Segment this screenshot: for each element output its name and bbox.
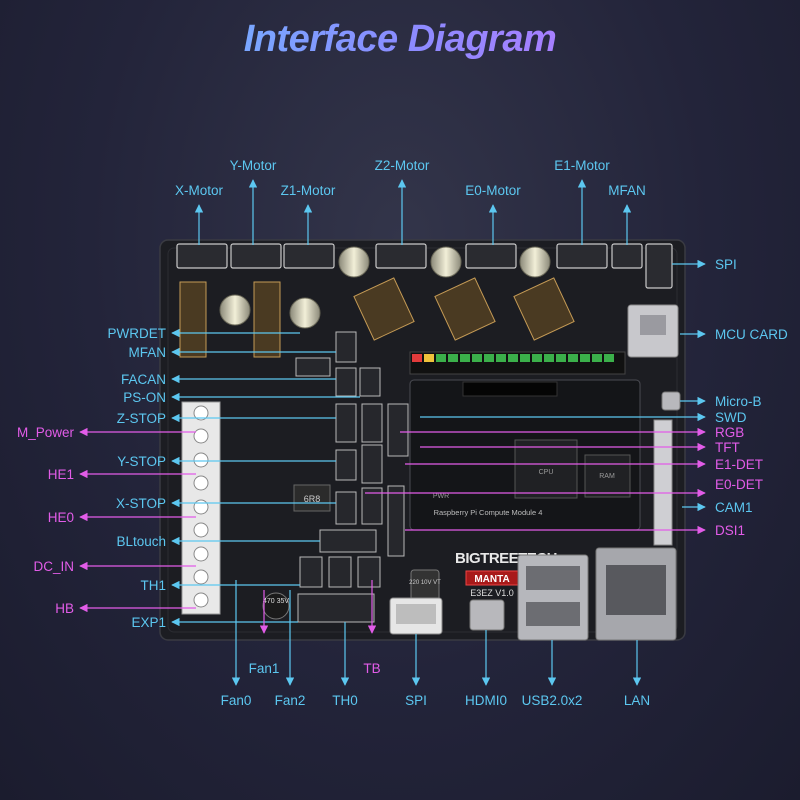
label-usb: USB2.0x2 (522, 693, 583, 708)
label-e1-motor: E1-Motor (554, 158, 610, 173)
pcb-board: 470 35V (159, 239, 686, 641)
label-fan1: Fan1 (249, 661, 280, 676)
pwr-text: PWR (433, 493, 449, 500)
label-fan2: Fan2 (275, 693, 306, 708)
page-title: Interface Diagram (0, 18, 800, 61)
label-he1: HE1 (48, 467, 74, 482)
model-text: MANTA (474, 574, 509, 585)
label-e1-det: E1-DET (715, 457, 763, 472)
labels-right: SPI MCU CARD Micro-B SWD RGB TFT E1-DET … (715, 257, 788, 538)
right-fpc-connector (653, 419, 673, 546)
label-e0-motor: E0-Motor (465, 183, 521, 198)
gpio-header (409, 351, 626, 375)
label-m-power: M_Power (17, 425, 75, 440)
label-micro-b: Micro-B (715, 394, 762, 409)
label-th0: TH0 (332, 693, 358, 708)
cm4-module: CPU RAM PWR Raspberry Pi Compute Module … (409, 379, 641, 531)
label-dsi1: DSI1 (715, 523, 745, 538)
label-th1: TH1 (140, 578, 166, 593)
label-y-stop: Y-STOP (117, 454, 166, 469)
label-mfan-top: MFAN (608, 183, 646, 198)
driver-modules (179, 277, 575, 358)
inductor-text: 6R8 (304, 494, 321, 504)
motor-connectors (176, 243, 673, 289)
label-hdmi0: HDMI0 (465, 693, 507, 708)
mcu-card-inner (640, 315, 666, 335)
label-tb: TB (363, 661, 380, 676)
capacitors (219, 246, 551, 620)
label-swd: SWD (715, 410, 747, 425)
micro-b-port (661, 391, 681, 411)
inductor (293, 484, 331, 512)
hdmi-port (469, 599, 505, 631)
usb-port-1 (526, 566, 580, 590)
label-dc-in: DC_IN (33, 559, 74, 574)
label-cam1: CAM1 (715, 500, 753, 515)
ram-text: RAM (599, 473, 615, 480)
label-hb: HB (55, 601, 74, 616)
labels-left: PWRDET MFAN FACAN PS-ON Z-STOP M_Power Y… (17, 326, 166, 630)
label-bltouch: BLtouch (116, 534, 166, 549)
version-text: E3EZ V1.0 (470, 588, 514, 598)
label-he0: HE0 (48, 510, 74, 525)
label-z2-motor: Z2-Motor (375, 158, 430, 173)
cap2-text: 470 35V (263, 598, 289, 605)
cpu-text: CPU (539, 469, 554, 476)
label-z-stop: Z-STOP (117, 411, 166, 426)
label-z1-motor: Z1-Motor (281, 183, 336, 198)
label-x-motor: X-Motor (175, 183, 224, 198)
label-pwrdet: PWRDET (108, 326, 167, 341)
label-e0-det: E0-DET (715, 477, 763, 492)
cap-text: 220 10V VT (409, 580, 441, 586)
lan-port-inner (606, 565, 666, 615)
label-spi-right: SPI (715, 257, 737, 272)
usb-port-2 (526, 602, 580, 626)
label-y-motor: Y-Motor (230, 158, 277, 173)
label-facan: FACAN (121, 372, 166, 387)
label-fan0: Fan0 (221, 693, 252, 708)
label-exp1: EXP1 (131, 615, 166, 630)
label-x-stop: X-STOP (116, 496, 166, 511)
label-lan: LAN (624, 693, 650, 708)
terminal-block (181, 401, 221, 615)
label-ps-on: PS-ON (123, 390, 166, 405)
labels-bottom: Fan1 TB Fan0 Fan2 TH0 SPI HDMI0 USB2.0x2… (221, 661, 651, 708)
connector-lines (79, 179, 706, 686)
labels-top: X-Motor Y-Motor Z1-Motor Z2-Motor E0-Mot… (175, 158, 646, 198)
small-connectors (295, 331, 409, 623)
label-tft: TFT (715, 440, 740, 455)
label-spi-bottom: SPI (405, 693, 427, 708)
label-mfan-left: MFAN (128, 345, 166, 360)
label-mcu-card: MCU CARD (715, 327, 788, 342)
spi-connector-inner (396, 604, 436, 624)
label-rgb: RGB (715, 425, 744, 440)
module-text: Raspberry Pi Compute Module 4 (434, 508, 543, 517)
